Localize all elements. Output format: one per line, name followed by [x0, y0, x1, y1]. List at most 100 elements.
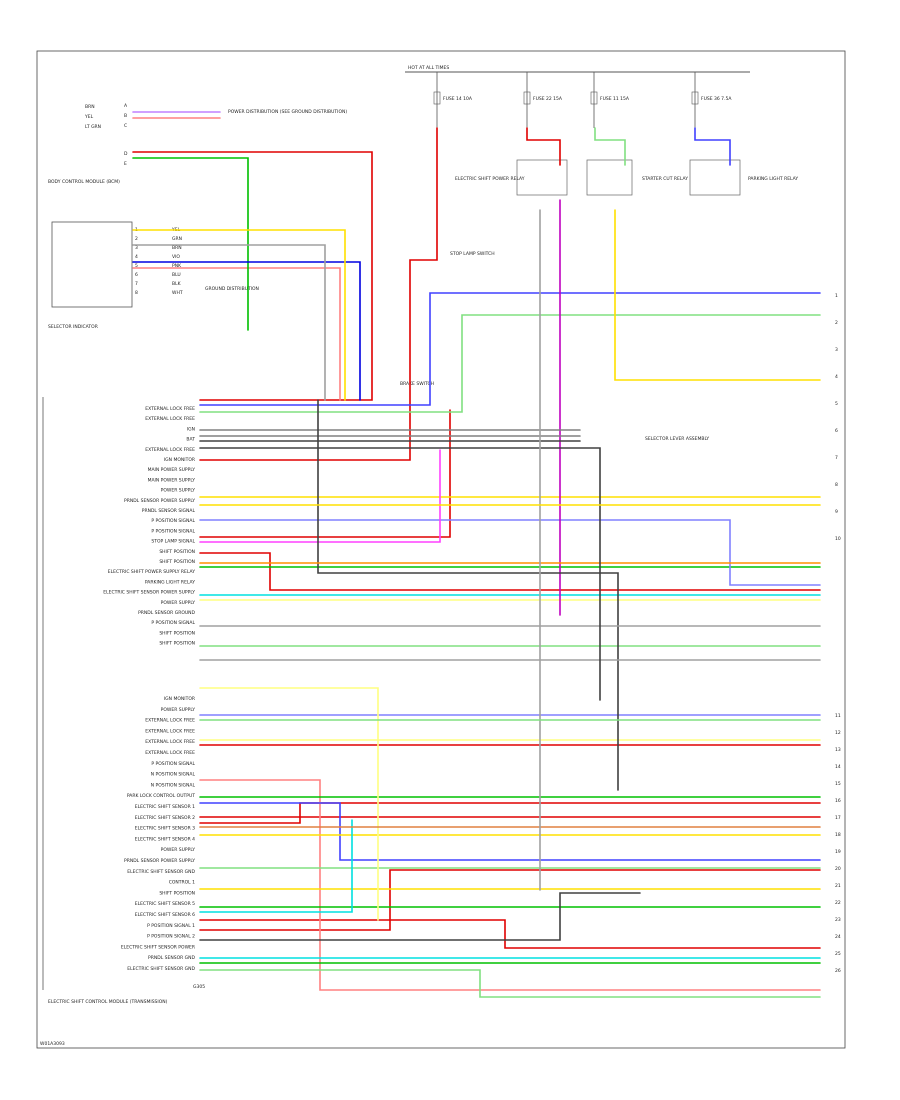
- connector-pin: 14: [835, 764, 841, 770]
- wire: [614, 209, 821, 381]
- module-pin-label: SHIFT POSITION: [159, 559, 195, 565]
- diagram-frame: [36, 50, 846, 1049]
- fuse-label: FUSE 11 15A: [600, 96, 630, 102]
- top-feed-label: HOT AT ALL TIMES: [408, 65, 449, 71]
- connector-pin: 26: [835, 968, 841, 974]
- module-pin-label: IGN: [187, 426, 195, 432]
- fuse-3: FUSE 11 15A: [590, 72, 630, 128]
- wire: [199, 314, 821, 413]
- wire: [694, 127, 731, 166]
- switch-brake-label: BRAKE SWITCH: [400, 381, 434, 387]
- selector-pin: 2: [135, 236, 138, 242]
- terminal: E: [124, 161, 127, 167]
- wire-color: VIO: [172, 254, 180, 260]
- module-pin-label: N POSITION SIGNAL: [151, 782, 196, 788]
- wire: [199, 552, 821, 591]
- wire: [199, 409, 451, 538]
- module-pin-label: CONTROL 1: [169, 880, 195, 886]
- module-pin-label: PRNDL SENSOR GROUND: [138, 610, 195, 616]
- wire-color: BRN: [172, 245, 182, 251]
- connector-pin: 13: [835, 747, 841, 753]
- wire: [132, 151, 373, 401]
- module-pin-label: ELECTRIC SHIFT SENSOR 1: [135, 804, 195, 810]
- switch-stop-lamp-label: STOP LAMP SWITCH: [450, 251, 495, 257]
- connector-pin: 6: [835, 428, 838, 434]
- module-pin-label: P POSITION SIGNAL: [151, 761, 195, 767]
- module-pin-labels-lower: IGN MONITOR POWER SUPPLY EXTERNAL LOCK FRE…: [121, 696, 196, 972]
- selector-pin: 5: [135, 263, 138, 269]
- module-pin-label: ELECTRIC SHIFT SENSOR POWER SUPPLY: [103, 590, 195, 596]
- wire-color: WHT: [172, 290, 183, 296]
- connector-pin: 16: [835, 798, 841, 804]
- module-pin-label: IGN MONITOR: [164, 696, 195, 702]
- wire: [199, 919, 821, 949]
- selector-lever-label: SELECTOR LEVER ASSEMBLY: [645, 436, 709, 442]
- module-pin-label: IGN MONITOR: [164, 457, 195, 463]
- connector-pin: 7: [835, 455, 838, 461]
- fuse-group: FUSE 14 10A FUSE 22 15A FUSE 11 15A FUSE…: [433, 72, 732, 128]
- wire-color: BLK: [172, 281, 182, 287]
- selector-pin: 4: [135, 254, 138, 260]
- wire: [132, 261, 361, 401]
- selector-pin: 7: [135, 281, 138, 287]
- wire-color: PNK: [172, 263, 182, 269]
- selector-pin: 3: [135, 245, 138, 251]
- connector-pin: 9: [835, 509, 838, 515]
- wire-color: GRN: [172, 236, 182, 242]
- module-pin-label: PRNDL SENSOR POWER SUPPLY: [124, 858, 195, 864]
- module-pin-label: EXTERNAL LOCK FREE: [145, 447, 195, 453]
- footer-code: W01A3093: [40, 1041, 65, 1047]
- wire: [199, 892, 641, 941]
- selector-pin: 8: [135, 290, 138, 296]
- wire: [594, 127, 626, 166]
- module-pin-label: SHIFT POSITION: [159, 630, 195, 636]
- relay-label: ELECTRIC SHIFT POWER RELAY: [455, 176, 525, 182]
- connector-pin: 12: [835, 730, 841, 736]
- connector-pin: 17: [835, 815, 841, 821]
- relay-parking-light: [689, 159, 741, 196]
- module-pin-label: EXTERNAL LOCK FREE: [145, 739, 195, 745]
- relay-label: STARTER CUT RELAY: [642, 176, 688, 182]
- module-pin-labels-upper: EXTERNAL LOCK FREE EXTERNAL LOCK FREE IGN B…: [103, 406, 195, 647]
- module-pin-label: ELECTRIC SHIFT SENSOR 5: [135, 901, 195, 907]
- module-pin-label: BAT: [186, 437, 195, 443]
- selector-pin: 6: [135, 272, 138, 278]
- module-pin-label: P POSITION SIGNAL: [151, 620, 195, 626]
- connector-pin: 8: [835, 482, 838, 488]
- selector-indicator-label: SELECTOR INDICATOR: [48, 324, 98, 330]
- connector-color: BRN: [85, 104, 95, 110]
- module-pin-label: PRNDL SENSOR SIGNAL: [142, 508, 196, 514]
- connector-pin: 2: [835, 320, 838, 326]
- terminal: C: [124, 123, 127, 129]
- module-pin-label: MAIN POWER SUPPLY: [148, 467, 196, 473]
- wire: [199, 519, 821, 586]
- wire: [199, 819, 353, 913]
- module-pin-label: P POSITION SIGNAL: [151, 518, 195, 524]
- module-pin-label: SHIFT POSITION: [159, 641, 195, 647]
- wire: [526, 127, 561, 166]
- connector-pin: 15: [835, 781, 841, 787]
- body-control-module-label: BODY CONTROL MODULE (BCM): [48, 179, 120, 185]
- selector-indicator: SELECTOR INDICATOR 1 2 3 4 5 6 7 8 YEL G…: [48, 221, 259, 330]
- top-left-connectors: BRN YEL LT GRN A B C D E BODY CONTROL MO…: [48, 103, 347, 185]
- module-pin-label: ELECTRIC SHIFT SENSOR GND: [127, 869, 195, 875]
- module-pin-label: EXTERNAL LOCK FREE: [145, 750, 195, 756]
- terminal: A: [124, 103, 128, 109]
- connector-pin: 25: [835, 951, 841, 957]
- wire: [199, 802, 821, 861]
- module-pin-label: POWER SUPPLY: [161, 707, 196, 713]
- module-pin-label: EXTERNAL LOCK FREE: [145, 406, 195, 412]
- fuse-4: FUSE 36 7.5A: [691, 72, 732, 128]
- module-pin-label: ELECTRIC SHIFT SENSOR 3: [135, 826, 195, 832]
- connector-pin: 3: [835, 347, 838, 353]
- connector-pin: 21: [835, 883, 841, 889]
- connector-pin: 22: [835, 900, 841, 906]
- wire: [199, 449, 441, 543]
- module-pin-label: PRNDL SENSOR POWER SUPPLY: [124, 498, 195, 504]
- fuse-label: FUSE 22 15A: [533, 96, 563, 102]
- power-distribution-label: POWER DISTRIBUTION (SEE GROUND DISTRIBUT…: [228, 109, 347, 115]
- module-pin-label: P POSITION SIGNAL 1: [147, 923, 195, 929]
- module-pin-label: POWER SUPPLY: [161, 600, 196, 606]
- fuse-label: FUSE 14 10A: [443, 96, 473, 102]
